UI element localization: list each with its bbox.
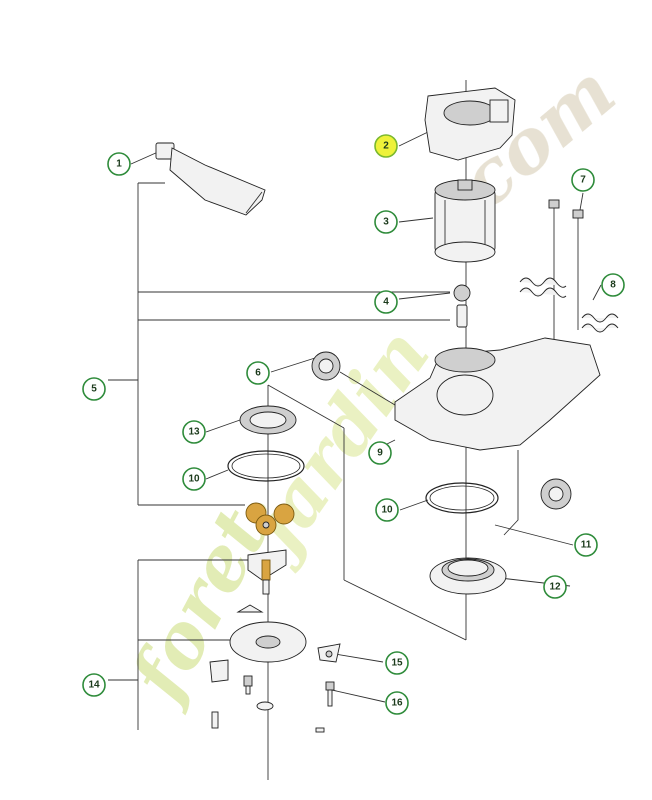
callout-6-label: 6: [255, 368, 261, 379]
bushing-part: [311, 351, 572, 510]
motor-part: [434, 179, 496, 263]
callout-1-label: 1: [116, 159, 122, 170]
callout-5-circle: [82, 377, 106, 401]
planet-carrier-part: [247, 549, 287, 595]
grease-tube-part: [155, 142, 266, 216]
callout-5[interactable]: 5: [82, 377, 106, 401]
callout-9-circle: [368, 441, 392, 465]
callout-2-label: 2: [383, 141, 389, 152]
callout-14-circle: [82, 673, 106, 697]
callout-10-upper-label: 10: [188, 474, 200, 485]
callout-14-label: 14: [88, 680, 100, 691]
callout-15-label: 15: [391, 658, 403, 669]
callout-11-circle: [574, 533, 598, 557]
callout-11[interactable]: 11: [574, 533, 598, 557]
ring-bearing-part: [429, 557, 507, 595]
ring-gear-part: [239, 405, 297, 435]
callout-10-lower-circle: [375, 498, 399, 522]
callout-8-label: 8: [610, 280, 616, 291]
callout-13-label: 13: [188, 427, 200, 438]
callout-3-label: 3: [383, 217, 389, 228]
callout-12[interactable]: 12: [543, 575, 567, 599]
callout-6[interactable]: 6: [246, 361, 270, 385]
callout-16-label: 16: [391, 698, 403, 709]
o-ring-lower-part: [425, 482, 499, 514]
callout-10-lower[interactable]: 10: [375, 498, 399, 522]
callout-10-lower-label: 10: [381, 505, 393, 516]
callout-7[interactable]: 7: [571, 168, 595, 192]
callout-12-circle: [543, 575, 567, 599]
callout-4-label: 4: [383, 297, 389, 308]
callout-9-label: 9: [377, 448, 383, 459]
callout-15[interactable]: 15: [385, 651, 409, 675]
bolts-part: [211, 675, 335, 733]
bottom-plate-part: [229, 604, 307, 663]
callout-8[interactable]: 8: [601, 273, 625, 297]
callout-12-label: 12: [549, 582, 561, 593]
callout-1[interactable]: 1: [107, 152, 131, 176]
screws-part: [548, 199, 584, 219]
callout-4[interactable]: 4: [374, 290, 398, 314]
planet-gears-part: [245, 502, 295, 536]
callout-2[interactable]: 2: [374, 134, 398, 158]
callout-7-label: 7: [580, 175, 586, 186]
callout-13[interactable]: 13: [182, 420, 206, 444]
pinion-part: [453, 284, 471, 328]
springs-part: [519, 277, 619, 333]
callout-9[interactable]: 9: [368, 441, 392, 465]
callout-15-circle: [385, 651, 409, 675]
callout-2-circle: [374, 134, 398, 158]
callout-16[interactable]: 16: [385, 691, 409, 715]
callout-6-circle: [246, 361, 270, 385]
callout-10-upper-circle: [182, 467, 206, 491]
callout-3-circle: [374, 210, 398, 234]
callout-11-label: 11: [581, 540, 592, 551]
callout-14[interactable]: 14: [82, 673, 106, 697]
callout-7-circle: [571, 168, 595, 192]
callout-16-circle: [385, 691, 409, 715]
main-housing-part: [394, 337, 601, 536]
clip-part: [209, 659, 229, 683]
o-ring-upper-part: [227, 450, 305, 482]
callout-3[interactable]: 3: [374, 210, 398, 234]
callout-4-circle: [374, 290, 398, 314]
callout-8-circle: [601, 273, 625, 297]
callout-10-upper[interactable]: 10: [182, 467, 206, 491]
callout-1-circle: [107, 152, 131, 176]
callout-5-label: 5: [91, 384, 97, 395]
motor-cover-part: [424, 87, 516, 161]
bracket-part: [317, 643, 341, 663]
callout-13-circle: [182, 420, 206, 444]
